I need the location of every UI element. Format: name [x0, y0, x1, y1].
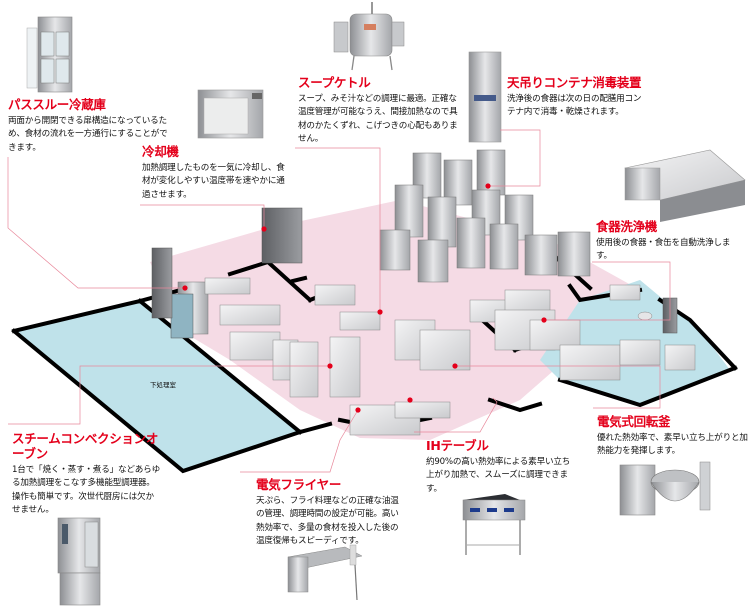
prep-room-label: 下処理室	[150, 381, 176, 389]
callout-description: 加熱調理したものを一気に冷却し、食材が変化しやすい温度帯を速やかに通過させます。	[142, 163, 285, 200]
callout-title: 冷却機	[142, 144, 179, 159]
callout-pointer-dots	[182, 183, 547, 413]
soup-kettle-photo	[333, 2, 405, 71]
blast-chiller-photo	[197, 89, 264, 139]
callout-description: 洗浄後の食器は次の日の配膳用コンテナ内で消毒・乾燥されます。	[507, 94, 642, 118]
callout-dishwasher[interactable]: 食器洗浄機 使用後の食器・食缶を自動洗浄します。	[596, 219, 746, 264]
ih-table-photo	[462, 494, 526, 555]
callout-leader-lines	[7, 129, 671, 473]
callout-title: スチームコンベクションオーブン	[12, 431, 159, 461]
callout-description: 天ぷら、フライ料理などの正確な油温の管理、調理時間の設定が可能。高い熱効率で、多…	[256, 496, 399, 547]
callout-blast-chiller[interactable]: 冷却機 加熱調理したものを一気に冷却し、食材が変化しやすい温度帯を速やかに通過さ…	[142, 144, 292, 202]
pass-through-fridge-photo	[26, 16, 73, 93]
electric-fryer-photo	[287, 544, 363, 601]
prep-room-floor	[14, 301, 300, 471]
combi-oven-photo	[57, 517, 101, 606]
callout-ih-table[interactable]: IHテーブル 約90%の高い熱効率による素早い立ち上がり加熱で、スムーズに調理で…	[426, 438, 576, 496]
callout-description: 約90%の高い熱効率による素早い立ち上がり加熱で、スムーズに調理できます。	[426, 457, 571, 494]
callout-pass-through-fridge[interactable]: パススルー冷蔵庫 両面から開閉できる扉構造になっているため、食材の流れを一方通行…	[8, 97, 168, 155]
callout-title: 食器洗浄機	[596, 219, 658, 234]
callout-title: 天吊りコンテナ消毒装置	[507, 75, 642, 90]
callout-title: 電気式回転釜	[597, 414, 671, 429]
callout-description: 両面から開閉できる扉構造になっているため、食材の流れを一方通行にすることができま…	[8, 116, 168, 153]
callout-soup-kettle[interactable]: スープケトル スープ、みそ汁などの調理に最適。正確な温度管理が可能なうえ、間接加…	[298, 75, 458, 147]
callout-title: IHテーブル	[426, 438, 489, 453]
callout-description: 優れた熱効率で、素早い立ち上がりと加熱能力を発揮します。	[597, 433, 748, 457]
callout-rotary-kettle[interactable]: 電気式回転釜 優れた熱効率で、素早い立ち上がりと加熱能力を発揮します。	[597, 414, 749, 459]
callout-title: パススルー冷蔵庫	[8, 97, 106, 112]
callout-title: スープケトル	[298, 75, 371, 90]
callout-title: 電気フライヤー	[256, 477, 342, 492]
callout-electric-fryer[interactable]: 電気フライヤー 天ぷら、フライ料理などの正確な油温の管理、調理時間の設定が可能。…	[256, 477, 406, 549]
callout-description: スープ、みそ汁などの調理に最適。正確な温度管理が可能なうえ、間接加熱なので具材の…	[298, 94, 458, 145]
dishwasher-photo	[624, 149, 746, 222]
callout-container-sterilizer[interactable]: 天吊りコンテナ消毒装置 洗浄後の食器は次の日の配膳用コンテナ内で消毒・乾燥されま…	[507, 75, 647, 120]
container-sterilizer-photo	[468, 51, 502, 143]
callout-description: 1台で「焼く・蒸す・煮る」などあらゆる加熱調理をこなす多機能型調理器。操作も簡単…	[12, 465, 160, 516]
callout-combi-oven[interactable]: スチームコンベクションオーブン 1台で「焼く・蒸す・煮る」などあらゆる加熱調理を…	[12, 431, 160, 518]
callout-description: 使用後の食器・食缶を自動洗浄します。	[596, 238, 731, 262]
rotary-kettle-photo	[619, 461, 711, 516]
floor-equipment	[151, 149, 696, 436]
